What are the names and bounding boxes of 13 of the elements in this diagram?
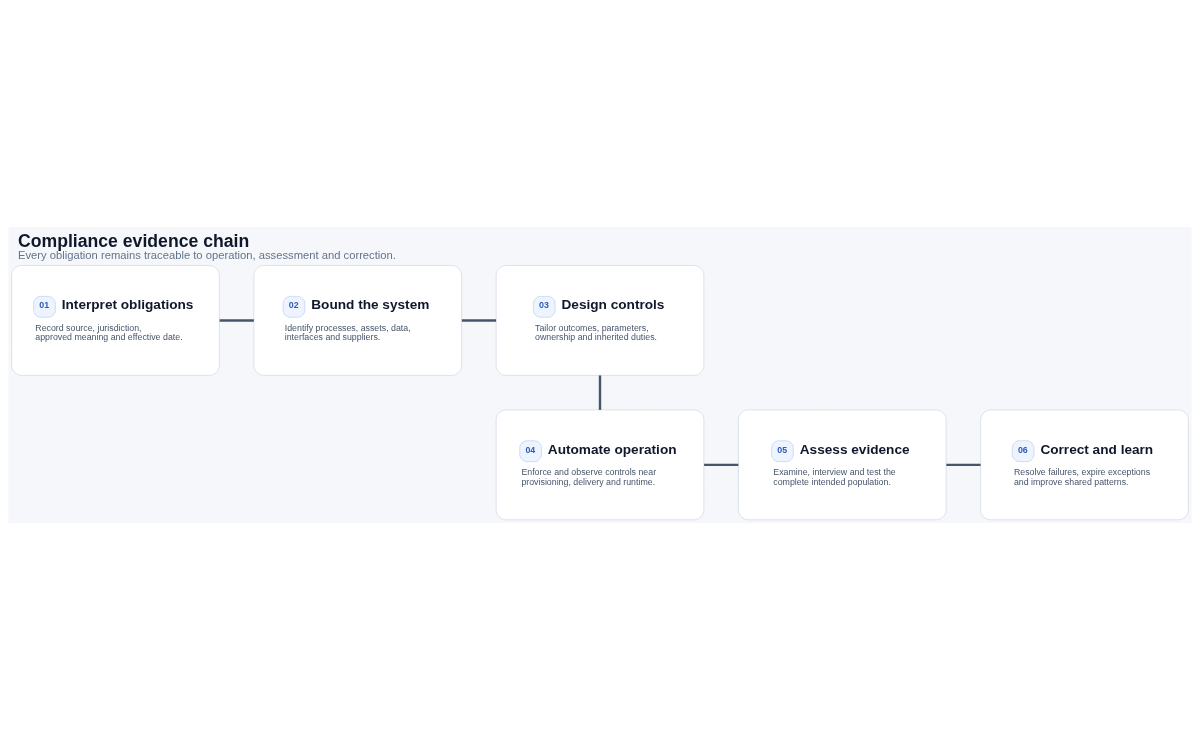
connector: [598, 375, 602, 410]
connector: [704, 463, 739, 467]
node-box: 02 Bound the system Identify processes, assets, data, interfaces and suppliers.: [253, 265, 463, 376]
connector: [461, 319, 497, 322]
node-box: 06 Correct and learn Resolve failures, expire exceptions and improve shared patterns.: [980, 409, 1189, 521]
node-box: 03 Design controls Tailor outcomes, parameters, ownership and inherited duties.: [495, 265, 705, 376]
node-box: 04 Automate operation Enforce and observe controls near provisioning, delivery and runtime.: [495, 409, 705, 521]
caption: Every obligation remains traceable to operation, assessment and correction.: [18, 249, 396, 262]
node-box: 01 Interpret obligations Record source, jurisdiction, approved meaning and effective date.: [11, 265, 220, 376]
node-box: 05 Assess evidence Examine, interview and test the complete intended population.: [737, 409, 947, 521]
connector: [219, 319, 254, 322]
connector: [946, 463, 981, 467]
diagram-title: Compliance evidence chain: [18, 230, 250, 251]
